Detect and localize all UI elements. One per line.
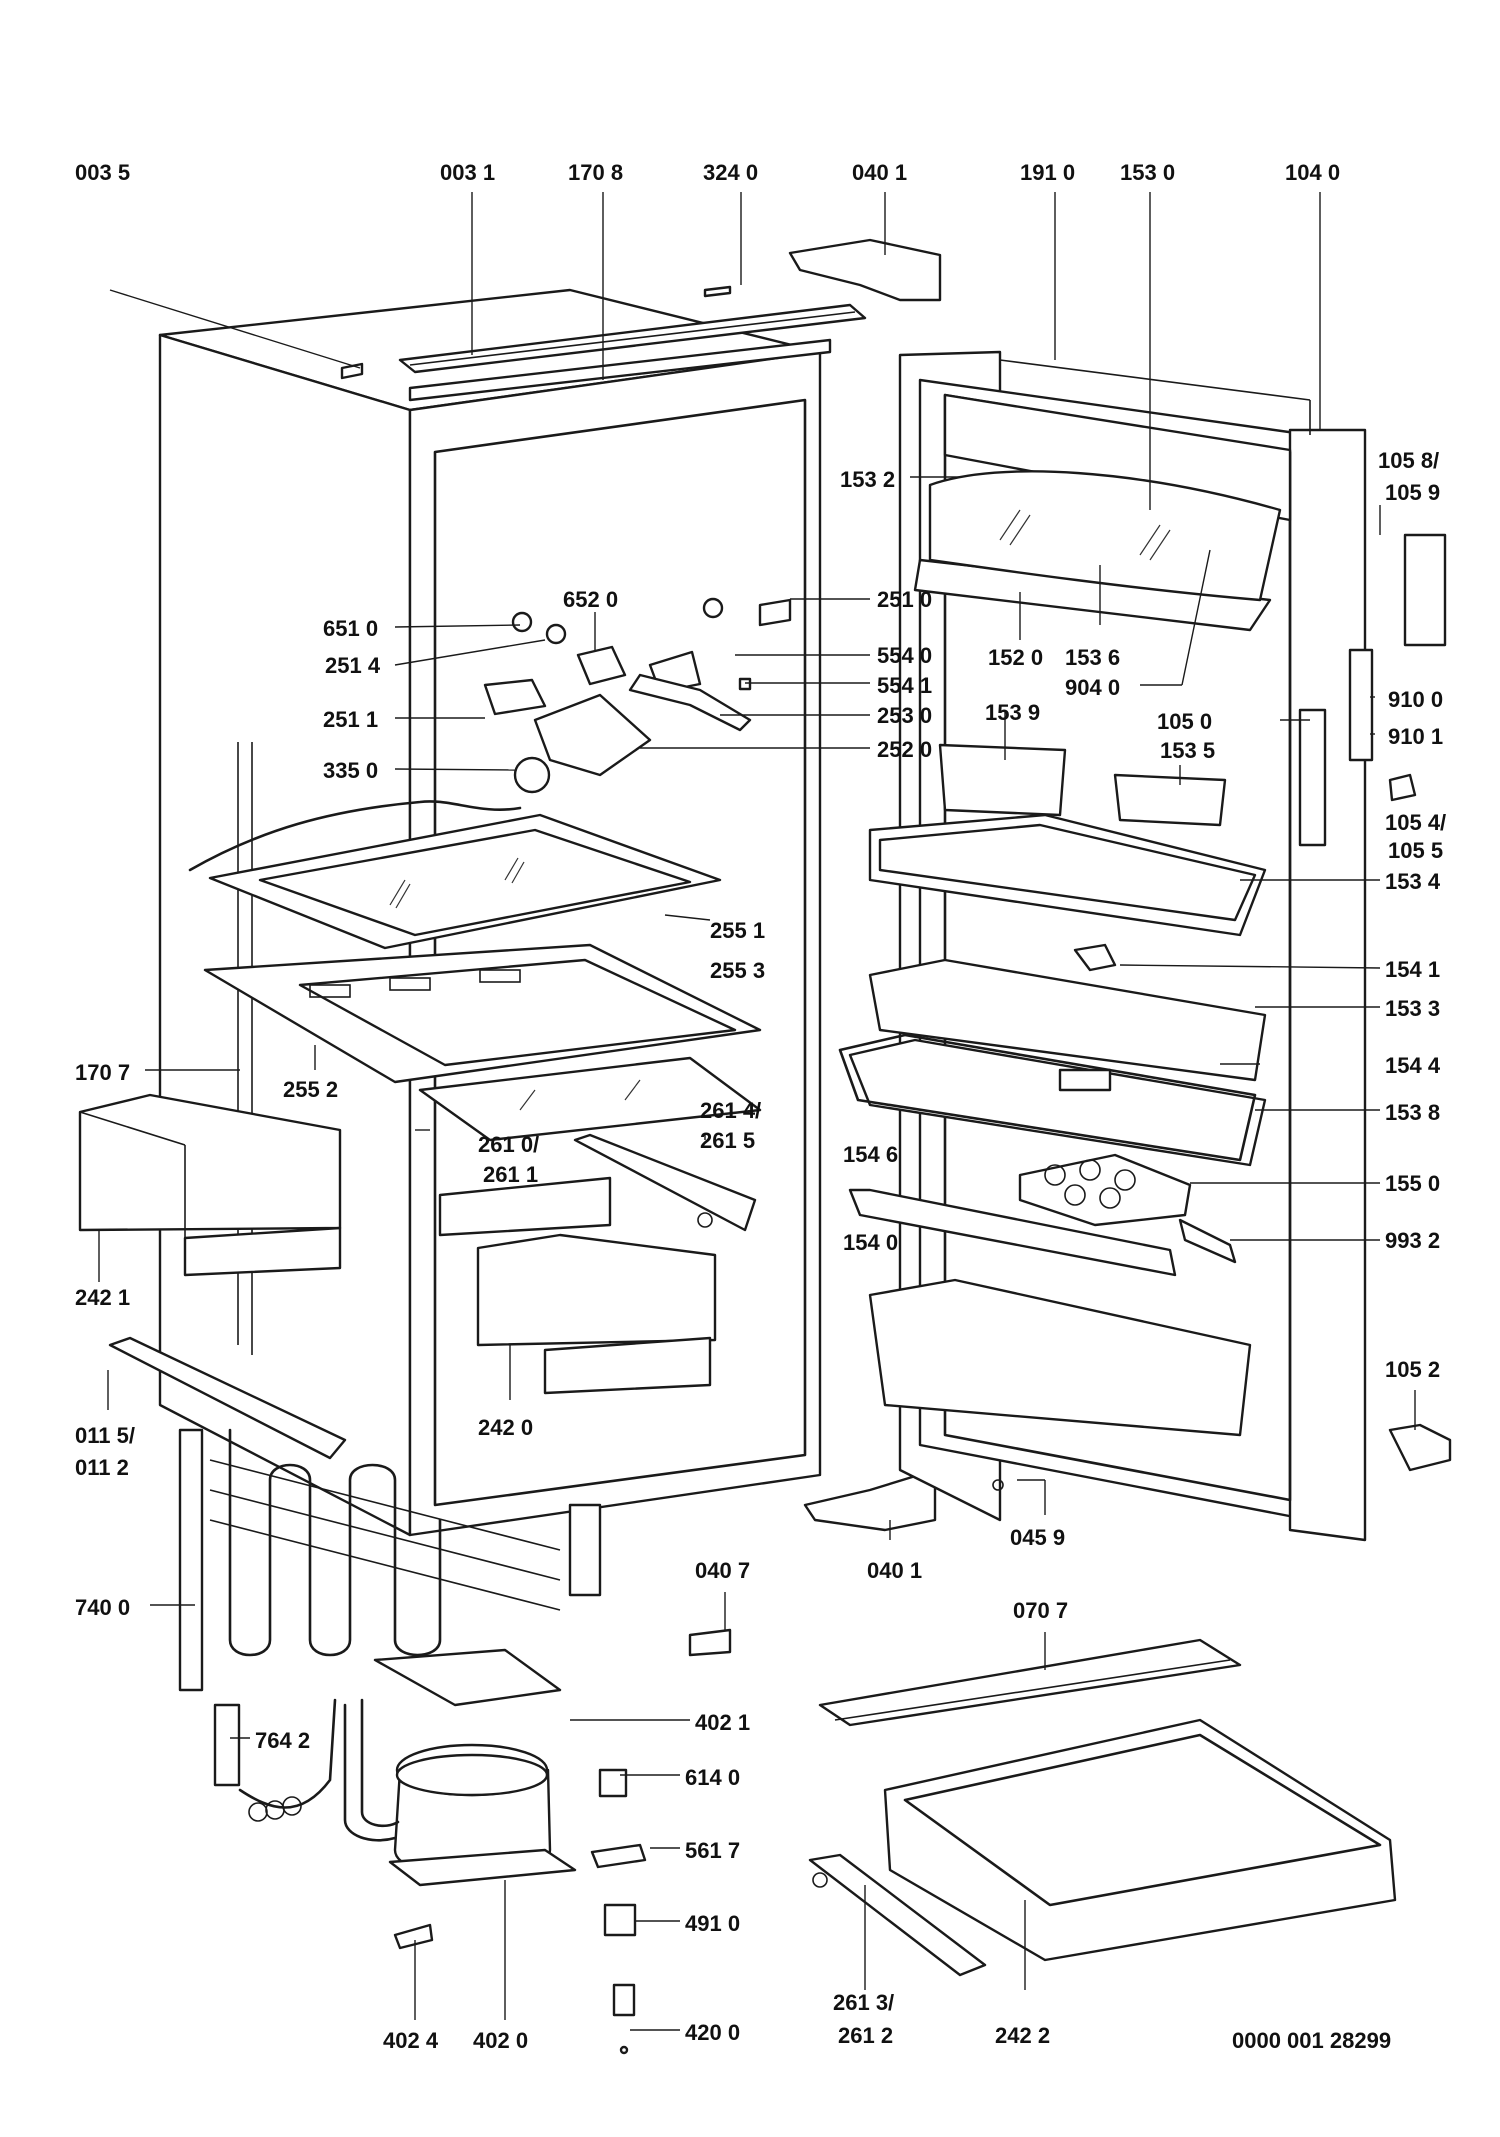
label-4024: 402 4 — [383, 2028, 439, 2053]
label-2520: 252 0 — [877, 737, 932, 762]
label-2422: 242 2 — [995, 2023, 1050, 2048]
part-labels: 003 5 003 1 170 8 324 0 040 1 191 0 153 … — [75, 160, 1446, 2053]
label-1544: 154 4 — [1385, 1053, 1441, 1078]
label-1536: 153 6 — [1065, 645, 1120, 670]
label-5541: 554 1 — [877, 673, 932, 698]
label-1707: 170 7 — [75, 1060, 130, 1085]
freezer-drawer — [808, 1638, 1397, 1977]
label-1520: 152 0 — [988, 645, 1043, 670]
door-shelf-1538 — [838, 1033, 1267, 1167]
label-1050: 105 0 — [1157, 709, 1212, 734]
label-4020: 402 0 — [473, 2028, 528, 2053]
label-4021: 402 1 — [695, 1710, 750, 1735]
label-1550: 155 0 — [1385, 1171, 1440, 1196]
label-1539: 153 9 — [985, 700, 1040, 725]
label-0115: 011 5/ — [75, 1423, 135, 1448]
label-6510: 651 0 — [323, 616, 378, 641]
label-9040: 904 0 — [1065, 675, 1120, 700]
condenser — [178, 1428, 602, 1692]
label-2615: 261 5 — [700, 1128, 755, 1153]
label-0112: 011 2 — [75, 1455, 129, 1480]
label-2421: 242 1 — [75, 1285, 130, 1310]
label-7400: 740 0 — [75, 1595, 130, 1620]
compressor — [213, 1648, 577, 1887]
label-1540: 154 0 — [843, 1230, 898, 1255]
label-5617: 561 7 — [685, 1838, 740, 1863]
label-7642: 764 2 — [255, 1728, 310, 1753]
door-shelf-1533 — [868, 958, 1267, 1082]
label-0031: 003 1 — [440, 160, 495, 185]
door-shelf-1540 — [848, 1188, 1252, 1437]
label-2552: 255 2 — [283, 1077, 338, 1102]
label-1534: 153 4 — [1385, 869, 1441, 894]
thermostat-light-assembly — [483, 597, 792, 794]
label-1054: 105 4/ — [1385, 810, 1446, 835]
label-1040: 104 0 — [1285, 160, 1340, 185]
label-6520: 652 0 — [563, 587, 618, 612]
label-1532: 153 2 — [840, 467, 895, 492]
label-2420: 242 0 — [478, 1415, 533, 1440]
label-1533: 153 3 — [1385, 996, 1440, 1021]
egg-tray — [1018, 1153, 1192, 1227]
label-9101: 910 1 — [1388, 724, 1443, 749]
label-1052: 105 2 — [1385, 1357, 1440, 1382]
label-2612: 261 2 — [838, 2023, 893, 2048]
rails — [108, 1133, 757, 1460]
label-2551: 255 1 — [710, 918, 765, 943]
glass-shelf-lower — [203, 943, 762, 1142]
label-1538: 153 8 — [1385, 1100, 1440, 1125]
small-electrical-parts — [393, 1628, 732, 2055]
label-6140: 614 0 — [685, 1765, 740, 1790]
door-small-boxes — [938, 743, 1227, 827]
label-4200: 420 0 — [685, 2020, 740, 2045]
label-0707: 070 7 — [1013, 1598, 1068, 1623]
label-9100: 910 0 — [1388, 687, 1443, 712]
label-1059: 105 9 — [1385, 480, 1440, 505]
cabinet-body — [158, 285, 867, 1537]
drawing-number: 0000 001 28299 — [1232, 2028, 1391, 2053]
label-9932: 993 2 — [1385, 1228, 1440, 1253]
label-2611: 261 1 — [483, 1162, 538, 1187]
label-0401-bottom: 040 1 — [867, 1558, 922, 1583]
crisper-drawer-left — [78, 1093, 342, 1277]
label-4910: 491 0 — [685, 1911, 740, 1936]
label-5540: 554 0 — [877, 643, 932, 668]
label-0407: 040 7 — [695, 1558, 750, 1583]
label-2511: 251 1 — [323, 707, 378, 732]
label-0459: 045 9 — [1010, 1525, 1065, 1550]
door-compartment-upper — [913, 393, 1292, 632]
label-3240: 324 0 — [703, 160, 758, 185]
crisper-drawer-right — [438, 1176, 717, 1395]
door-shelf-1534 — [868, 813, 1267, 937]
glass-shelf-upper — [188, 800, 722, 950]
label-2510: 251 0 — [877, 587, 932, 612]
label-1530: 153 0 — [1120, 160, 1175, 185]
label-1535: 153 5 — [1160, 738, 1215, 763]
label-1055: 105 5 — [1388, 838, 1443, 863]
label-2613: 261 3/ — [833, 1990, 894, 2015]
label-1708: 170 8 — [568, 160, 623, 185]
label-1910: 191 0 — [1020, 160, 1075, 185]
label-2514: 251 4 — [325, 653, 381, 678]
label-0401-top: 040 1 — [852, 160, 907, 185]
label-3350: 335 0 — [323, 758, 378, 783]
hinges — [788, 238, 942, 1532]
label-2614: 261 4/ — [700, 1098, 761, 1123]
label-2610: 261 0/ — [478, 1132, 539, 1157]
label-1546: 154 6 — [843, 1142, 898, 1167]
label-2553: 255 3 — [710, 958, 765, 983]
label-1541: 154 1 — [1385, 957, 1440, 982]
label-1058: 105 8/ — [1378, 448, 1439, 473]
leader-lines — [98, 192, 1416, 2031]
label-0035: 003 5 — [75, 160, 130, 185]
label-2530: 253 0 — [877, 703, 932, 728]
